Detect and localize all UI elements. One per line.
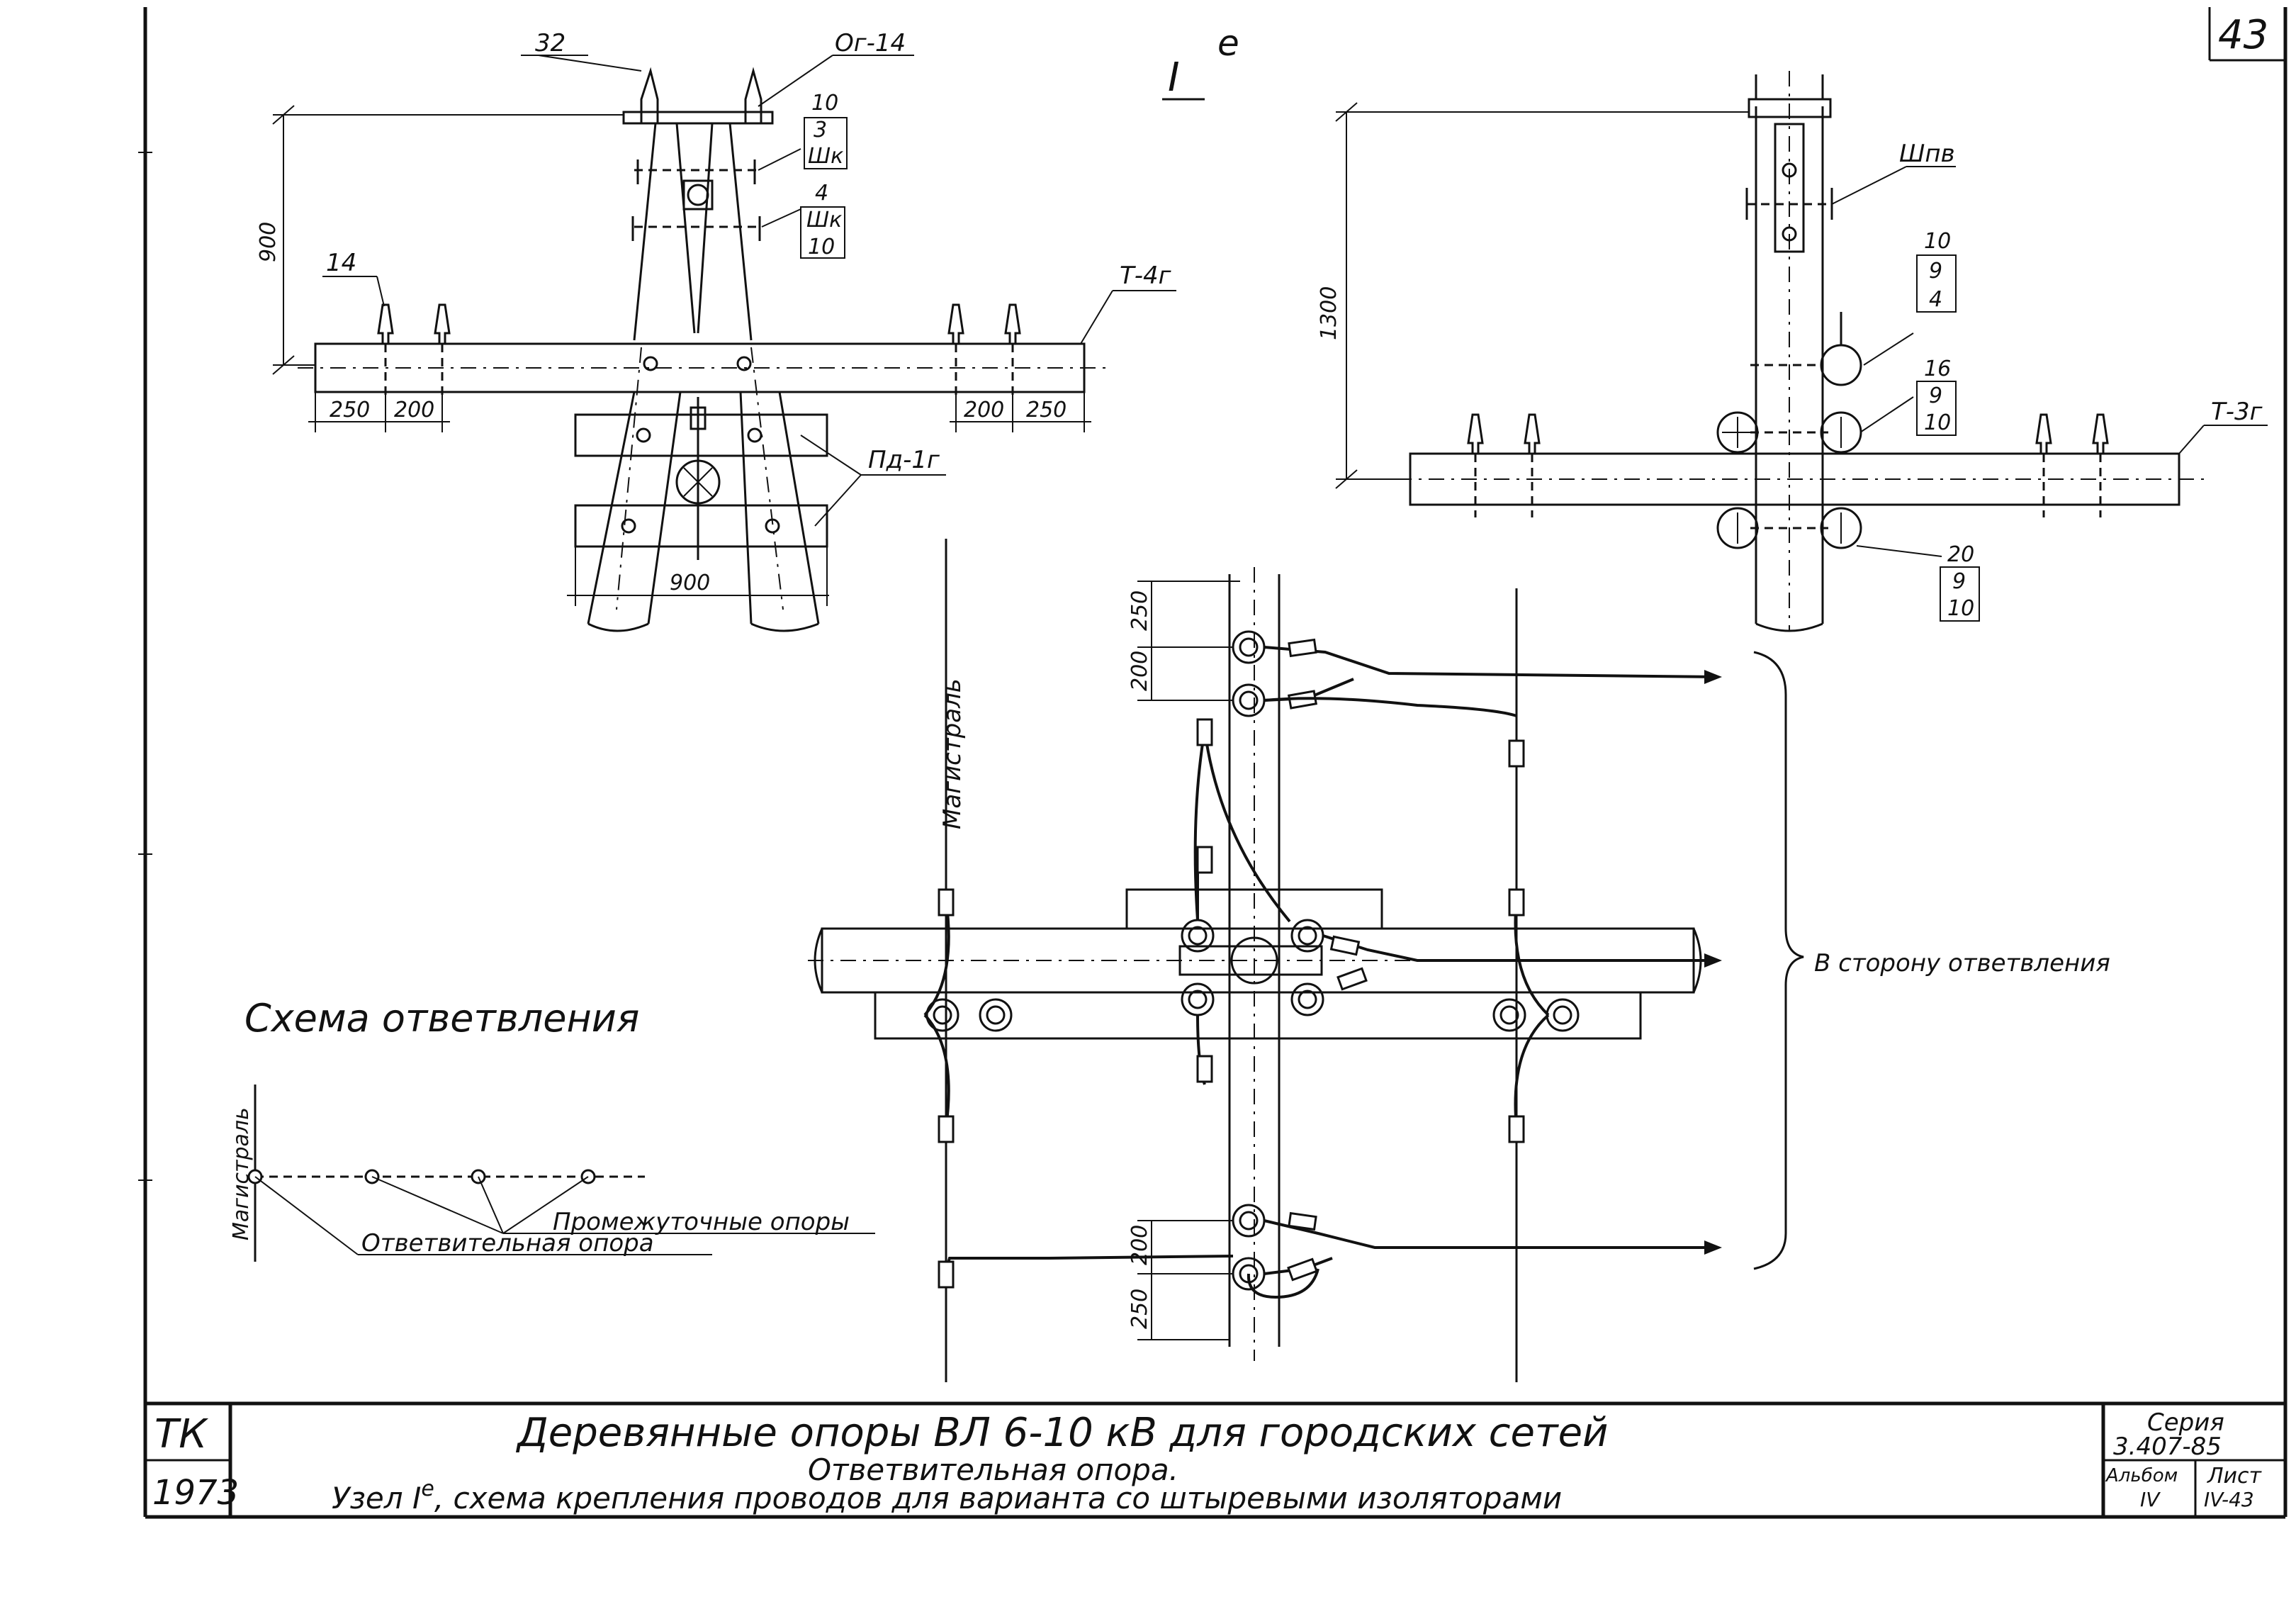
callout-bolt-a-1: 10 xyxy=(811,91,838,116)
scheme-intermediate-label: Промежуточные опоры xyxy=(553,1208,850,1236)
title-description-sup: е xyxy=(421,1476,434,1501)
callout-c1-3: 4 xyxy=(1929,287,1942,312)
dim-height-900: 900 xyxy=(256,222,281,262)
callout-pin: 32 xyxy=(535,29,565,57)
dim-legs-900: 900 xyxy=(670,571,710,595)
callout-crossarm-t3: Т-3г xyxy=(2211,398,2263,426)
sheet-number: 43 xyxy=(2218,12,2268,58)
callout-c3-box xyxy=(1940,566,1980,622)
dim-left-200: 200 xyxy=(394,398,434,422)
title-description: Узел Iе, схема крепления проводов для ва… xyxy=(332,1476,1562,1515)
callout-c1-2: 9 xyxy=(1929,259,1942,284)
series-label: Серия xyxy=(2147,1408,2224,1437)
callout-bolt-a-2: 3 xyxy=(814,118,827,142)
top-right-view xyxy=(1335,71,2268,632)
pins-left xyxy=(377,303,451,397)
title-block xyxy=(145,1401,2285,1517)
callout-brace: Пд-1г xyxy=(868,446,940,474)
callout-c1-1: 10 xyxy=(1924,229,1951,254)
mainline-label: Магистраль xyxy=(938,678,967,829)
title-main: Деревянные опоры ВЛ 6-10 кВ для городски… xyxy=(515,1410,1608,1456)
callout-crossarm-t4: Т-4г xyxy=(1120,262,1172,290)
dim-right-200: 200 xyxy=(964,398,1004,422)
callout-c2-1: 16 xyxy=(1924,357,1951,381)
dim-main-bottom-200: 200 xyxy=(1127,1225,1152,1265)
callout-c3-1: 20 xyxy=(1947,542,1974,567)
callout-bolt-b-box xyxy=(800,206,845,259)
dim-main-bottom-250: 250 xyxy=(1127,1289,1152,1329)
callout-bolt-a-3: Шк xyxy=(808,144,843,169)
dim-right-250: 250 xyxy=(1026,398,1067,422)
dim-main-top-200: 200 xyxy=(1127,651,1152,691)
dim-main-top-250: 250 xyxy=(1127,590,1152,631)
callout-bolt-a-box xyxy=(804,117,848,169)
sheet-label: Лист xyxy=(2207,1464,2263,1489)
top-left-view xyxy=(272,55,1176,632)
sheet-value: IV-43 xyxy=(2204,1488,2254,1511)
dim-left-250: 250 xyxy=(330,398,370,422)
view-title-text: I xyxy=(1168,55,1180,101)
callout-c2-3: 10 xyxy=(1924,410,1951,435)
title-year: 1973 xyxy=(152,1473,239,1513)
callout-bolt-b-2: Шк xyxy=(806,208,842,232)
callout-c3-3: 10 xyxy=(1947,596,1974,621)
callout-bolt-b-3: 10 xyxy=(808,235,835,259)
title-subtitle: Ответвительная опора. xyxy=(808,1452,1178,1487)
callout-c3-2: 9 xyxy=(1952,569,1966,594)
title-description-node: Узел I xyxy=(332,1481,421,1515)
scheme-branch-pole-label: Ответвительная опора xyxy=(361,1229,654,1257)
callout-c1-box xyxy=(1916,254,1957,313)
sheet-frame xyxy=(138,7,2287,1519)
title-description-rest: , схема крепления проводов для варианта … xyxy=(434,1481,1562,1515)
pins-right xyxy=(947,303,1021,397)
album-value: IV xyxy=(2140,1488,2161,1511)
dim-height-1300: 1300 xyxy=(1317,286,1341,340)
callout-c2-2: 9 xyxy=(1929,383,1942,408)
title-org: ТК xyxy=(154,1411,208,1457)
view-title-sup: e xyxy=(1217,23,1239,64)
callout-bolt-b-1: 4 xyxy=(815,181,828,206)
callout-c2-box xyxy=(1916,381,1957,436)
branch-scheme xyxy=(247,1085,875,1262)
branch-direction-label: В сторону ответвления xyxy=(1814,949,2110,977)
callout-pin-small: 14 xyxy=(326,249,356,277)
scheme-title: Схема ответвления xyxy=(244,996,639,1041)
main-view xyxy=(808,539,1804,1382)
view-title: I e xyxy=(1162,23,1239,101)
callout-top-bracket: Шпв xyxy=(1899,140,1955,168)
scheme-mainline: Магистраль xyxy=(229,1107,254,1240)
callout-cap: Ог-14 xyxy=(835,29,906,57)
album-label: Альбом xyxy=(2105,1465,2178,1486)
series-value: 3.407-85 xyxy=(2113,1433,2222,1461)
